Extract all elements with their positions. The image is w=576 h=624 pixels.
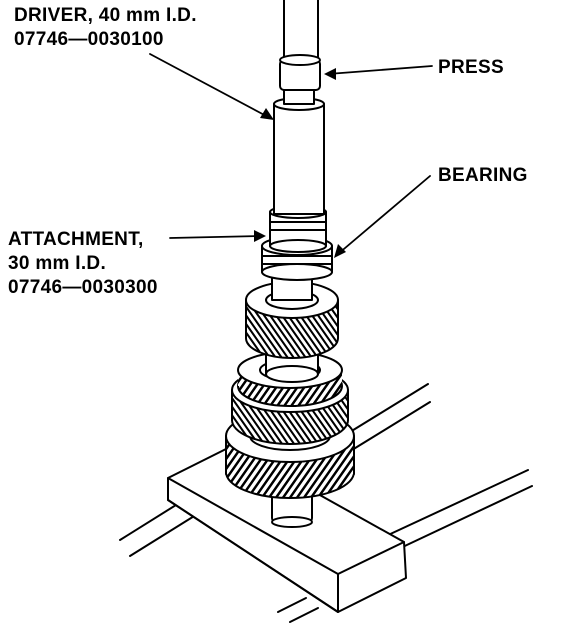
- lower-gear-cluster: [225, 351, 355, 499]
- attachment-part-number: 07746—0030300: [8, 277, 158, 298]
- attachment-callout: ATTACHMENT, 30 mm I.D. 07746—0030300: [8, 228, 158, 300]
- leader-lines: [149, 53, 433, 255]
- driver-callout: DRIVER, 40 mm I.D. 07746—0030100: [14, 4, 197, 52]
- attachment-name: ATTACHMENT,: [8, 229, 144, 250]
- arrowheads: [254, 68, 346, 258]
- driver-name: DRIVER, 40 mm I.D.: [14, 5, 197, 26]
- driver: [273, 87, 325, 215]
- attachment-size: 30 mm I.D.: [8, 253, 107, 274]
- bearing-callout: BEARING: [438, 165, 528, 186]
- support-block: [167, 445, 407, 613]
- press-callout: PRESS: [438, 57, 504, 78]
- driver-part-number: 07746—0030100: [14, 29, 164, 50]
- press-ram: [279, 0, 321, 91]
